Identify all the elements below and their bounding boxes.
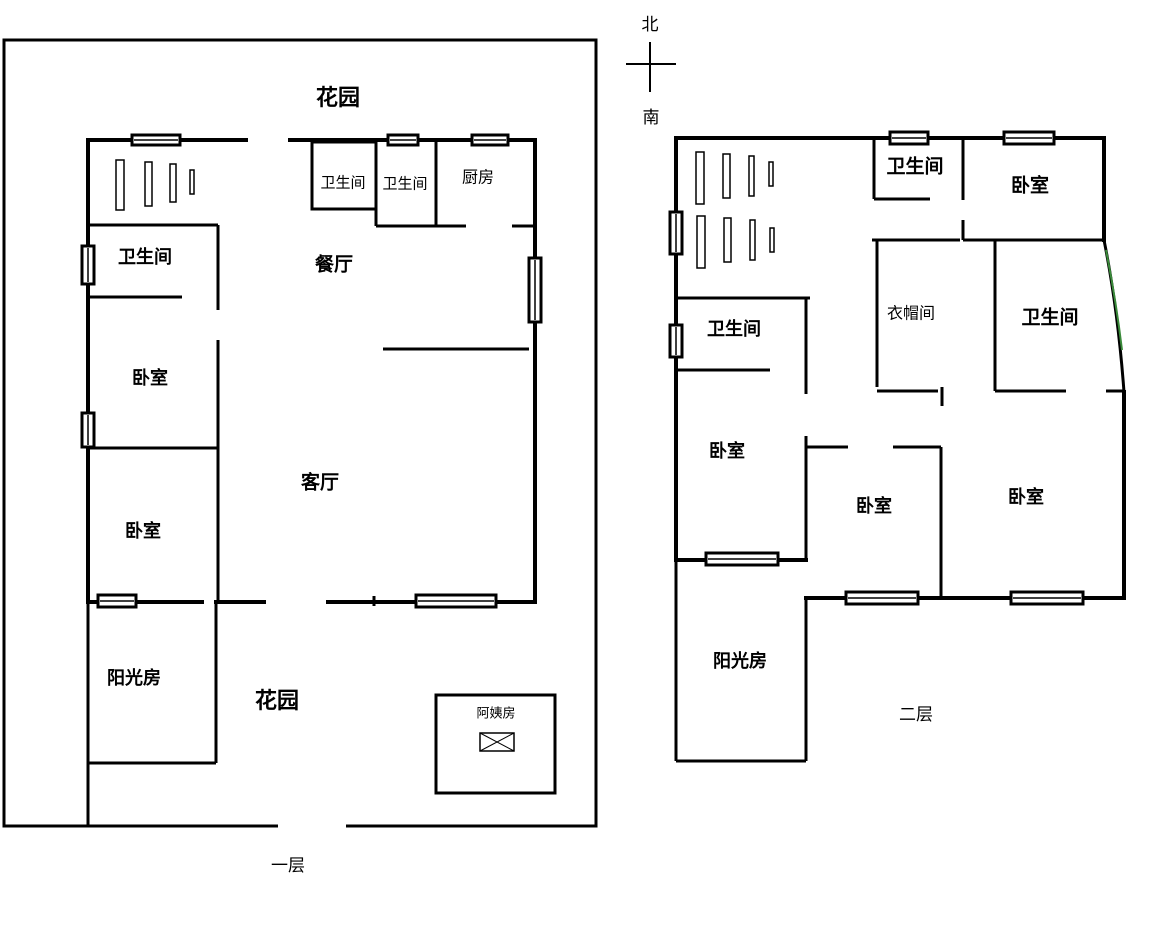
floor-1-caption: 一层 xyxy=(271,856,305,876)
f2-closet-label: 衣帽间 xyxy=(887,304,935,323)
garden-bottom-label: 花园 xyxy=(255,688,299,714)
f2-bedroom-e-label: 卧室 xyxy=(1008,486,1044,508)
f2-windows xyxy=(668,130,1085,606)
south-label: 南 xyxy=(643,108,660,128)
bath-left-label: 卫生间 xyxy=(118,246,172,268)
crossed-box-icon xyxy=(479,732,515,752)
sunroom-label: 阳光房 xyxy=(107,667,161,689)
compass: 北 南 xyxy=(626,15,676,128)
floor-2-caption: 二层 xyxy=(899,705,933,725)
f2-staircase xyxy=(695,151,775,269)
f2-sunroom-label: 阳光房 xyxy=(713,650,767,672)
f2-bath-right-label: 卫生间 xyxy=(1021,306,1078,329)
bath-a-label: 卫生间 xyxy=(320,174,365,192)
bedroom-2-label: 卧室 xyxy=(125,520,161,542)
floor-1: 花园 卫生间 卫生间 厨房 卫生间 餐厅 卧室 客厅 卧室 阳光房 花园 阿姨房… xyxy=(2,38,598,876)
f1-interior-walls xyxy=(88,140,535,606)
f1-staircase xyxy=(115,159,195,211)
living-label: 客厅 xyxy=(301,471,339,494)
f2-bath-left-label: 卫生间 xyxy=(707,318,761,340)
dining-label: 餐厅 xyxy=(315,253,353,276)
north-label: 北 xyxy=(642,15,659,35)
floor-2: 卫生间 卧室 衣帽间 卫生间 卫生间 卧室 卧室 卧室 阳光房 二层 xyxy=(668,130,1126,763)
kitchen-label: 厨房 xyxy=(462,168,494,187)
f2-bath-top-label: 卫生间 xyxy=(886,155,943,178)
f2-bedroom-w-label: 卧室 xyxy=(709,440,745,462)
garden-top-label: 花园 xyxy=(316,85,360,111)
bedroom-1-label: 卧室 xyxy=(132,367,168,389)
f2-interior-walls xyxy=(676,140,1124,598)
f1-windows xyxy=(80,133,543,609)
f2-bedroom-mid-label: 卧室 xyxy=(856,495,892,517)
f2-bedroom-ne-label: 卧室 xyxy=(1011,174,1049,197)
bath-b-label: 卫生间 xyxy=(382,175,427,193)
maid-room-outline xyxy=(434,693,557,795)
maid-room-label: 阿姨房 xyxy=(476,706,515,722)
f2-exterior-wall xyxy=(674,136,1126,600)
